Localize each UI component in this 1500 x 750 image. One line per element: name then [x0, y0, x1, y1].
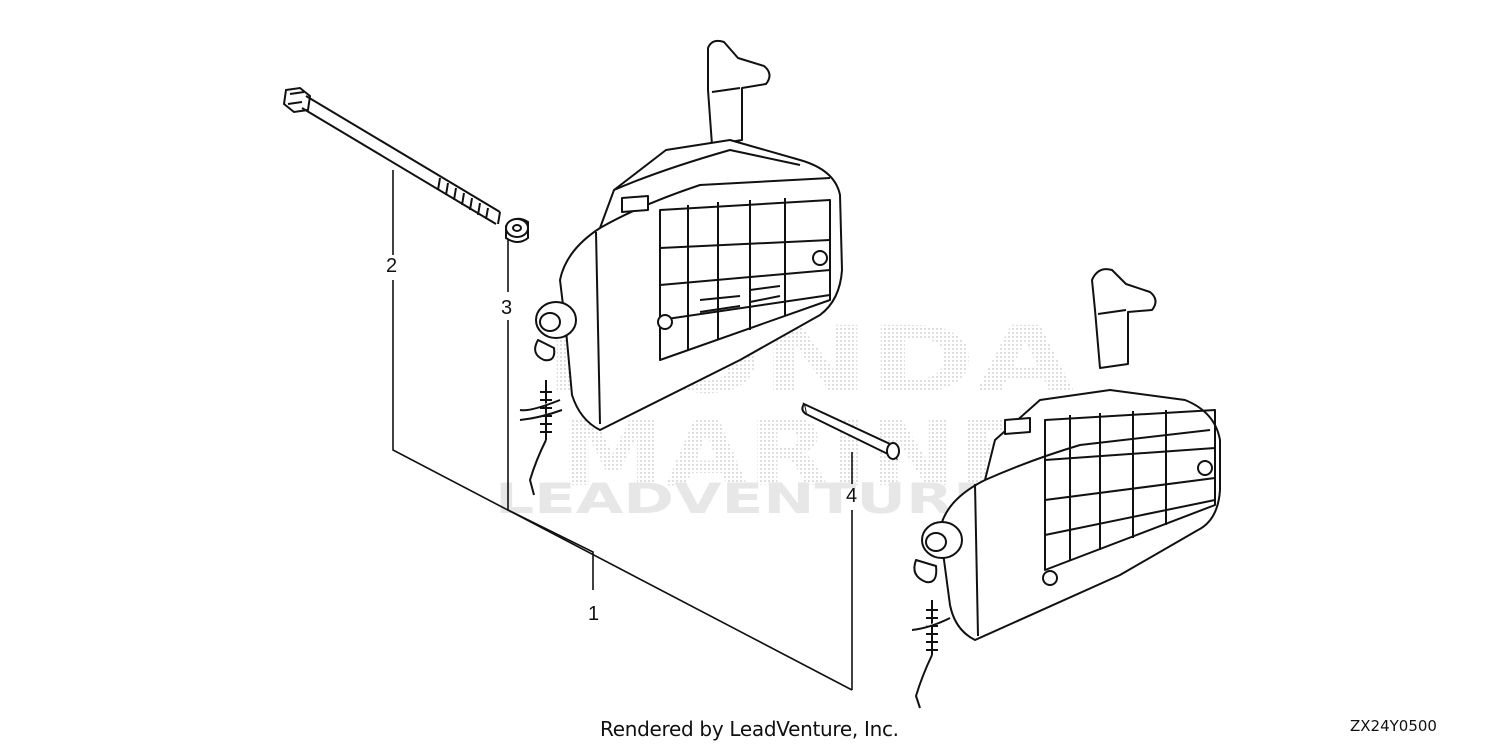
- nut-part: [505, 217, 529, 243]
- callout-number-2: 2: [386, 255, 397, 277]
- remote-control-box: [519, 39, 843, 496]
- callout-leaders: [392, 170, 853, 691]
- callout-number-4: 4: [846, 485, 857, 507]
- bolt-part: [282, 86, 501, 225]
- remote-control-box-alt-view: [911, 268, 1221, 709]
- callout-number-3: 3: [501, 297, 512, 319]
- watermark-company: LEADVENTURE: [495, 474, 995, 523]
- callout-number-1: 1: [588, 603, 599, 625]
- pin-part: [801, 402, 900, 461]
- diagram-code: ZX24Y0500: [1350, 717, 1437, 735]
- watermark-subbrand: MARINE: [560, 400, 1030, 507]
- render-credit: Rendered by LeadVenture, Inc.: [600, 717, 899, 741]
